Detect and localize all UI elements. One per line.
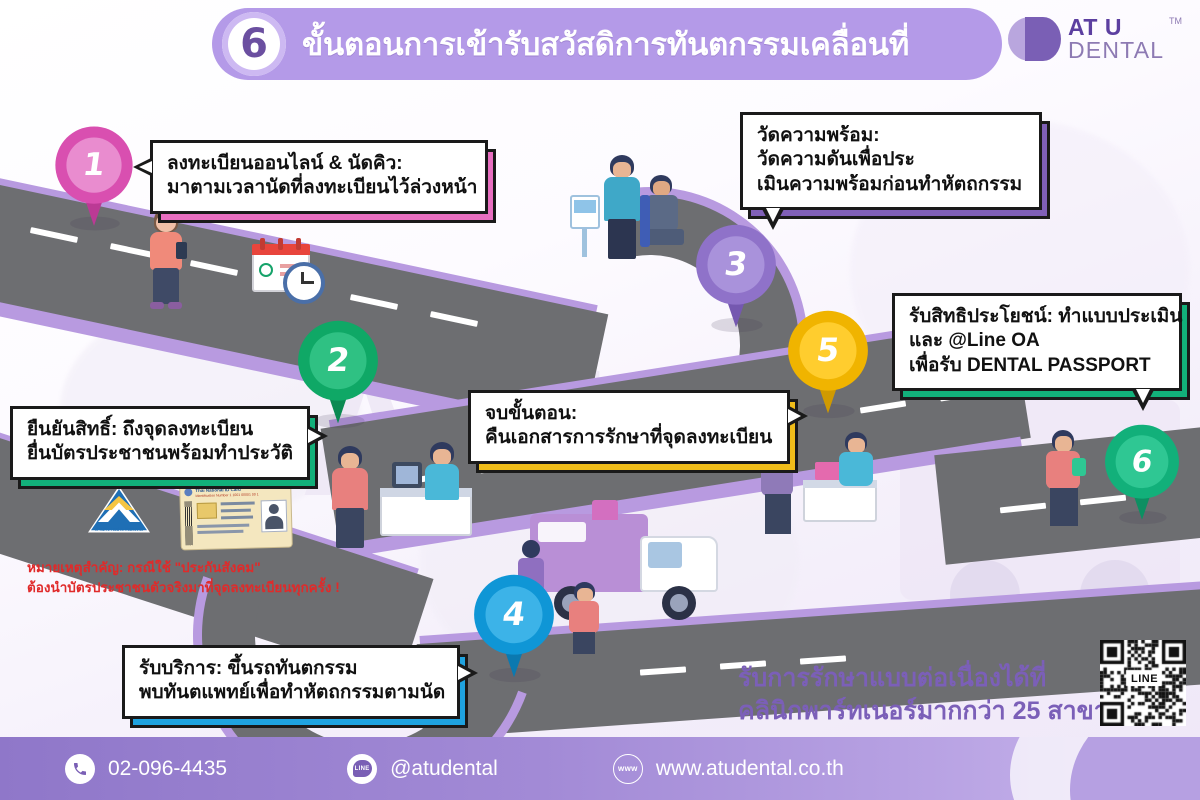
callout-line: จบขั้นตอน:: [485, 403, 578, 424]
footer-line-text: @atudental: [390, 756, 498, 780]
callout-box: ยืนยันสิทธิ์: ถึงจุดลงทะเบียน ยื่นบัตรปร…: [10, 406, 310, 480]
callout-line: วัดความพร้อม:: [757, 125, 880, 146]
line-icon: LINE: [347, 753, 378, 784]
pin-ring: [1115, 435, 1169, 489]
pin-number: 1: [80, 146, 108, 184]
line-qr-code[interactable]: [1100, 640, 1186, 726]
callout-tail-fill: [766, 207, 780, 222]
callout-box: รับสิทธิประโยชน์: ทำแบบประเมิน และ @Line…: [892, 293, 1182, 391]
logo-trademark: TM: [1169, 16, 1182, 26]
callout-box: วัดความพร้อม: วัดความดันเพื่อประ เมินควา…: [740, 112, 1042, 210]
pin-number: 6: [1129, 444, 1155, 480]
callout-tail-fill: [1136, 388, 1150, 403]
pin-shadow: [313, 413, 365, 429]
sso-caption: สำนักงานประกันสังคม: [94, 527, 144, 533]
callout-step-3[interactable]: วัดความพร้อม: วัดความดันเพื่อประ เมินควา…: [740, 112, 1050, 230]
map-pin-6[interactable]: 6: [1102, 424, 1183, 525]
logo-line-2: DENTAL: [1068, 37, 1165, 63]
callout-box: รับบริการ: ขึ้นรถทันตกรรม พบทันตแพทย์เพื…: [122, 645, 460, 719]
pin-shadow: [711, 317, 763, 333]
logo-wordmark: AT U DENTAL: [1068, 16, 1164, 62]
social-security-logo: สำนักงานประกันสังคม: [88, 486, 150, 544]
map-pin-1[interactable]: 1: [52, 126, 137, 231]
callout-tail-fill: [139, 161, 152, 173]
pin-shadow: [489, 667, 541, 683]
callout-tail-fill: [788, 409, 801, 423]
callout-line: เมินความพร้อมก่อนทำหัตถกรรม: [757, 173, 1023, 195]
callout-line: และ @Line OA: [909, 330, 1040, 352]
figure-dental-truck: [518, 500, 730, 650]
figure-bp-check: [570, 155, 700, 280]
callout-line: คืนเอกสารการรักษาที่จุดลงทะเบียน: [485, 427, 773, 449]
footer-website-text: www.atudental.co.th: [655, 756, 844, 780]
clinic-cta: รับการรักษาแบบต่อเนื่องได้ที่ คลินิกพาร์…: [738, 662, 1108, 728]
pin-number: 3: [722, 245, 750, 284]
globe-icon: www: [612, 753, 643, 784]
logo-line-1: AT U: [1068, 14, 1122, 40]
footer-phone[interactable]: 02-096-4435: [65, 753, 228, 784]
callout-line: ลงทะเบียนออนไลน์ & นัดคิว:: [167, 153, 403, 174]
map-pin-4[interactable]: 4: [470, 574, 557, 683]
important-note: หมายเหตุสำคัญ: กรณีใช้ "ประกันสังคม" ต้อ…: [27, 558, 340, 597]
id-card-subtitle: Identification Number 1 1001 00001 00 1: [195, 492, 259, 499]
callout-step-5[interactable]: รับสิทธิประโยชน์: ทำแบบประเมิน และ @Line…: [892, 293, 1190, 411]
pin-ring: [485, 586, 543, 644]
phone-icon: [65, 753, 95, 784]
footer-bar: 02-096-4435 LINE @atudental www www.atud…: [0, 737, 1200, 800]
callout-tail-fill: [308, 429, 321, 443]
prop-clock: [283, 262, 325, 304]
cta-line: รับการรักษาแบบต่อเนื่องได้ที่: [738, 664, 1047, 692]
callout-box: จบขั้นตอน: คืนเอกสารการรักษาที่จุดลงทะเบ…: [468, 390, 790, 464]
pin-shadow: [70, 216, 120, 231]
pin-number: 5: [814, 331, 842, 370]
callout-line: วัดความดันเพื่อประ: [757, 149, 915, 171]
step-count-badge: 6: [222, 12, 286, 76]
callout-line: เพื่อรับ DENTAL PASSPORT: [909, 354, 1151, 376]
header-banner: 6 ขั้นตอนการเข้ารับสวัสดิการทันตกรรมเคลื…: [212, 8, 1002, 80]
callout-line: ยื่นบัตรประชาชนพร้อมทำประวัติ: [27, 443, 293, 465]
figure-person-pink-truck: [565, 582, 603, 654]
pin-number: 2: [324, 341, 352, 380]
callout-step-4[interactable]: รับบริการ: ขึ้นรถทันตกรรม พบทันตแพทย์เพื…: [122, 645, 478, 728]
footer-phone-text: 02-096-4435: [108, 756, 228, 780]
pin-number: 4: [500, 595, 528, 634]
pin-ring: [309, 332, 367, 390]
pin-ring: [66, 137, 122, 193]
callout-step-1[interactable]: ลงทะเบียนออนไลน์ & นัดคิว: มาตามเวลานัดท…: [133, 140, 496, 223]
pin-ring: [707, 236, 765, 294]
logo-mark-icon: [1008, 15, 1062, 63]
brand-logo: AT U DENTAL TM: [1008, 8, 1186, 70]
footer-line[interactable]: LINE @atudental: [347, 753, 498, 784]
step-count-number: 6: [240, 21, 268, 67]
callout-step-2[interactable]: ยืนยันสิทธิ์: ถึงจุดลงทะเบียน ยื่นบัตรปร…: [10, 406, 328, 489]
pin-shadow: [803, 403, 855, 419]
note-line: หมายเหตุสำคัญ: กรณีใช้ "ประกันสังคม": [27, 560, 261, 575]
callout-line: รับบริการ: ขึ้นรถทันตกรรม: [139, 658, 358, 679]
figure-person-phone-right: [1040, 430, 1088, 526]
map-pin-3[interactable]: 3: [692, 224, 779, 333]
map-pin-2[interactable]: 2: [294, 320, 381, 429]
pin-shadow: [1119, 510, 1167, 525]
map-pin-5[interactable]: 5: [784, 310, 871, 419]
national-id-card: Thai National ID Card Identification Num…: [179, 481, 293, 551]
qr-line-label: LINE: [1128, 672, 1162, 686]
callout-line: พบทันตแพทย์เพื่อทำหัตถกรรมตามนัด: [139, 682, 446, 704]
page-title: ขั้นตอนการเข้ารับสวัสดิการทันตกรรมเคลื่อ…: [302, 27, 910, 62]
callout-box: ลงทะเบียนออนไลน์ & นัดคิว: มาตามเวลานัดท…: [150, 140, 488, 214]
figure-registration-desk: [330, 438, 480, 558]
callout-finish[interactable]: จบขั้นตอน: คืนเอกสารการรักษาที่จุดลงทะเบ…: [468, 390, 808, 473]
cta-line: คลินิกพาร์ทเนอร์มากกว่า 25 สาขา: [738, 697, 1108, 725]
callout-line: รับสิทธิประโยชน์: ทำแบบประเมิน: [909, 306, 1183, 327]
pin-ring: [799, 322, 857, 380]
footer-website[interactable]: www www.atudental.co.th: [612, 753, 844, 784]
figure-woman-phone: [140, 208, 194, 309]
callout-line: มาตามเวลานัดที่ลงทะเบียนไว้ล่วงหน้า: [167, 177, 478, 199]
note-line: ต้องนำบัตรประชาชนตัวจริงมาที่จุดลงทะเบีย…: [27, 579, 340, 595]
callout-tail-fill: [458, 666, 471, 680]
footer-decoration: [1070, 737, 1200, 800]
callout-line: ยืนยันสิทธิ์: ถึงจุดลงทะเบียน: [27, 419, 254, 440]
